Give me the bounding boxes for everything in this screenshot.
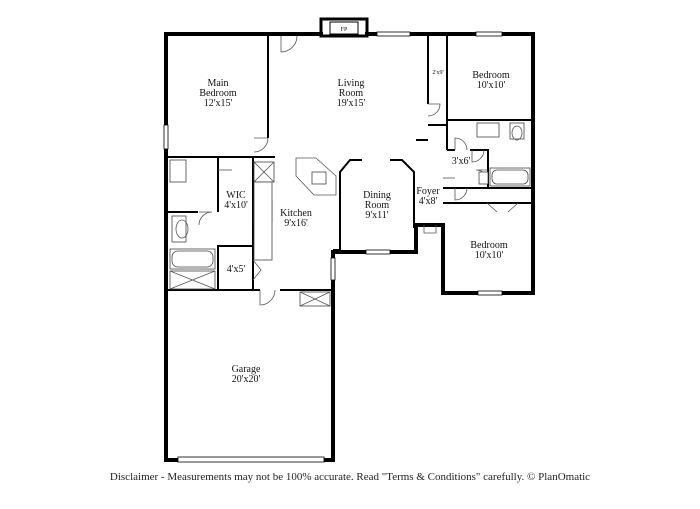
garage-dims: 20'x20' <box>232 374 261 385</box>
kitchen-name: Kitchen <box>280 208 312 219</box>
wic-dims: 4'x10' <box>224 200 248 211</box>
main-bedroom-name-2: Bedroom <box>199 88 236 99</box>
foyer-name: Foyer <box>416 186 440 197</box>
closet-4x5-dims: 4'x5' <box>227 264 246 275</box>
doors <box>198 35 519 306</box>
dining-room-name-2: Room <box>365 200 390 211</box>
room-closet-4x5: 4'x5' <box>227 264 246 275</box>
wic-name: WIC <box>226 190 246 201</box>
room-foyer: Foyer 4'x8' <box>416 186 440 207</box>
fireplace: FP <box>319 17 369 38</box>
closet-2x9-dims: 2'x9' <box>432 70 443 76</box>
room-dining-room: Dining Room 9'x11' <box>363 190 391 221</box>
dining-room-dims: 9'x11' <box>365 210 388 221</box>
hall-bath-fixtures <box>476 122 531 187</box>
garage-name: Garage <box>232 364 261 375</box>
interior-walls <box>168 36 533 291</box>
main-bedroom-dims: 12'x15' <box>204 98 233 109</box>
foyer-dims: 4'x8' <box>419 196 438 207</box>
room-main-bedroom: Main Bedroom 12'x15' <box>199 78 236 109</box>
kitchen-dims: 9'x16' <box>284 218 308 229</box>
floor-plan: FP <box>163 17 535 463</box>
room-closet-2x9: 2'x9' <box>432 70 443 76</box>
room-living-room: Living Room 19'x15' <box>337 78 366 109</box>
living-room-name-2: Room <box>339 88 364 99</box>
bedroom-bottom-name: Bedroom <box>470 240 507 251</box>
windows <box>163 31 503 463</box>
fireplace-label: FP <box>341 27 348 33</box>
room-garage: Garage 20'x20' <box>232 364 261 385</box>
exterior-walls <box>164 32 535 462</box>
room-closet-3x6: 3'x6' <box>452 156 471 167</box>
dining-walls <box>333 159 415 251</box>
room-kitchen: Kitchen 9'x16' <box>280 208 312 229</box>
living-room-dims: 19'x15' <box>337 98 366 109</box>
dining-room-name-1: Dining <box>363 190 391 201</box>
disclaimer-text: Disclaimer - Measurements may not be 100… <box>109 471 591 483</box>
room-bedroom-bottom: Bedroom 10'x10' <box>470 240 507 261</box>
room-bedroom-top: Bedroom 10'x10' <box>472 70 509 91</box>
closet-3x6-dims: 3'x6' <box>452 156 471 167</box>
living-room-name-1: Living <box>338 78 365 89</box>
bedroom-bottom-dims: 10'x10' <box>475 250 504 261</box>
bath-fixtures <box>169 159 232 290</box>
kitchen-fixtures <box>253 157 337 307</box>
bedroom-top-dims: 10'x10' <box>477 80 506 91</box>
main-bedroom-name-1: Main <box>207 78 228 89</box>
bedroom-top-name: Bedroom <box>472 70 509 81</box>
room-wic: WIC 4'x10' <box>224 190 248 211</box>
